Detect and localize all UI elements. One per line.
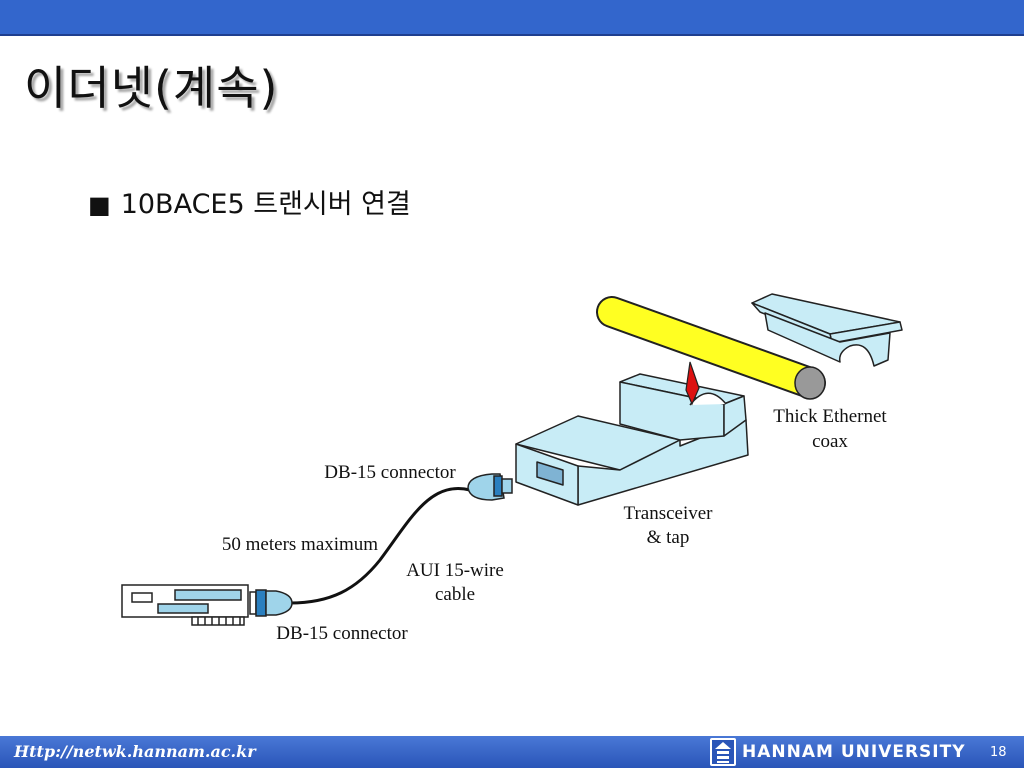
thick-coax-cable <box>596 296 826 400</box>
transceiver-diagram: Thick Ethernet coax Transceiver & tap DB… <box>121 293 903 644</box>
bullet-square-icon: ■ <box>88 191 111 219</box>
db15-bottom-label: DB-15 connector <box>276 623 408 644</box>
top-banner <box>0 0 1024 36</box>
aui-cable <box>289 487 471 605</box>
footer-url: Http://netwk.hannam.ac.kr <box>14 742 256 761</box>
clamp-piece <box>751 293 903 367</box>
length-label: 50 meters maximum <box>222 534 378 555</box>
db15-connector-top <box>467 473 513 501</box>
bullet-text: 10BACE5 트랜시버 연결 <box>120 189 411 220</box>
network-card <box>121 584 249 626</box>
transceiver-label-line2: & tap <box>647 527 690 548</box>
transceiver-label-line1: Transceiver <box>624 503 714 524</box>
bullet-item: ■ 10BACE5 트랜시버 연결 <box>88 182 411 221</box>
db15-connector-bottom <box>249 589 293 617</box>
aui-cable-label-line1: AUI 15-wire <box>406 560 504 581</box>
page-number: 18 <box>990 745 1007 760</box>
coax-label-line1: Thick Ethernet <box>773 406 887 427</box>
db15-top-label: DB-15 connector <box>324 462 456 483</box>
slide-title: 이더넷(계속) <box>24 61 279 115</box>
coax-label-line2: coax <box>812 431 848 452</box>
footer-brand: HANNAM UNIVERSITY <box>742 742 966 762</box>
tap-pin <box>685 361 700 406</box>
aui-cable-label-line2: cable <box>435 584 475 605</box>
university-emblem-icon <box>710 738 736 766</box>
footer-bar <box>0 736 1024 768</box>
transceiver-box <box>515 373 749 506</box>
